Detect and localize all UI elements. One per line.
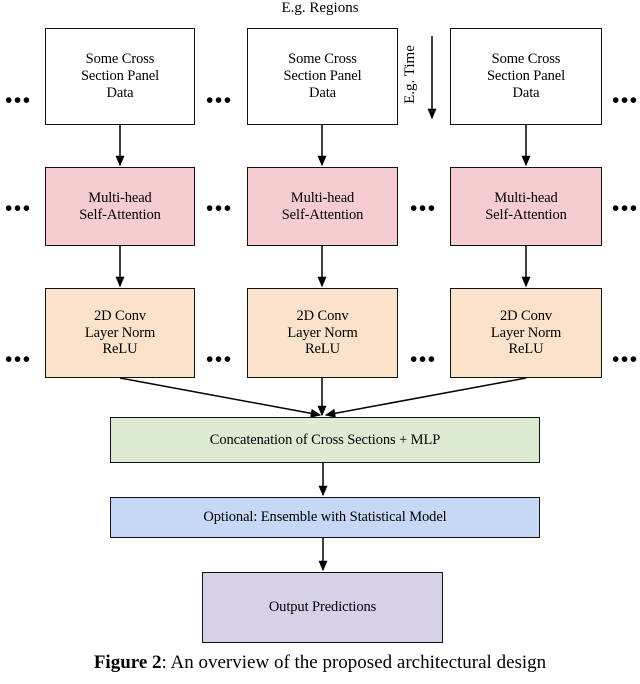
output-predictions-label: Output Predictions — [268, 599, 377, 616]
attention-box-column-a[interactable]: Multi-head Self-Attention — [45, 167, 195, 246]
data-box-column-b[interactable]: Some Cross Section Panel Data — [247, 28, 398, 125]
concatenation-mlp-label: Concatenation of Cross Sections + MLP — [209, 431, 441, 448]
conv-box-line-3: ReLU — [508, 341, 544, 358]
time-axis-label-text: E.g. Time — [401, 44, 418, 104]
conv-box-line-1: 2D Conv — [296, 307, 349, 324]
attention-box-line-1: Multi-head — [494, 189, 558, 206]
ellipsis-row1-left: ••• — [5, 88, 32, 112]
attention-box-column-c[interactable]: Multi-head Self-Attention — [450, 167, 602, 246]
output-predictions-box[interactable]: Output Predictions — [202, 572, 443, 643]
data-box-line-2: Section Panel — [80, 68, 160, 85]
attention-box-line-2: Self-Attention — [79, 206, 161, 223]
ellipsis-row2-left: ••• — [5, 196, 32, 220]
attention-box-column-b[interactable]: Multi-head Self-Attention — [247, 167, 398, 246]
ellipsis-row3-left: ••• — [5, 347, 32, 371]
ellipsis-row3-mid-left: ••• — [206, 347, 233, 371]
conv-box-column-b[interactable]: 2D Conv Layer Norm ReLU — [247, 288, 398, 378]
ellipsis-row3-right: ••• — [612, 347, 639, 371]
attention-box-line-2: Self-Attention — [281, 206, 364, 223]
conv-box-line-3: ReLU — [304, 341, 341, 358]
data-box-line-2: Section Panel — [486, 68, 566, 85]
ellipsis-row1-mid-left: ••• — [206, 88, 233, 112]
conv-box-line-2: Layer Norm — [287, 324, 358, 341]
figure-caption: Figure 2: An overview of the proposed ar… — [0, 652, 640, 674]
concatenation-mlp-box[interactable]: Concatenation of Cross Sections + MLP — [110, 417, 540, 463]
figure-caption-number: Figure 2 — [93, 652, 162, 673]
data-box-line-2: Section Panel — [283, 68, 362, 85]
regions-axis-label: E.g. Regions — [0, 0, 640, 17]
ensemble-statistical-model-box[interactable]: Optional: Ensemble with Statistical Mode… — [110, 497, 540, 538]
data-box-line-3: Data — [512, 84, 540, 101]
conv-box-line-1: 2D Conv — [93, 307, 147, 324]
data-box-line-1: Some Cross — [288, 51, 357, 68]
ellipsis-row2-right: ••• — [612, 196, 639, 220]
conv-box-column-a[interactable]: 2D Conv Layer Norm ReLU — [45, 288, 195, 378]
attention-box-line-1: Multi-head — [290, 189, 355, 206]
conv-box-line-2: Layer Norm — [490, 324, 562, 341]
time-axis-label: E.g. Time — [399, 22, 421, 126]
regions-axis-label-text: E.g. Regions — [281, 0, 359, 16]
conv-box-line-1: 2D Conv — [499, 307, 553, 324]
ellipsis-row3-mid-right: ••• — [410, 347, 437, 371]
data-box-line-1: Some Cross — [85, 51, 155, 68]
conv-box-line-3: ReLU — [102, 341, 138, 358]
ellipsis-row2-mid-left: ••• — [206, 196, 233, 220]
ellipsis-row1-right: ••• — [612, 88, 639, 112]
ellipsis-row2-mid-right: ••• — [410, 196, 437, 220]
data-box-line-3: Data — [106, 84, 134, 101]
attention-box-line-1: Multi-head — [88, 189, 152, 206]
data-box-line-3: Data — [309, 84, 336, 101]
figure-caption-text: : An overview of the proposed architectu… — [161, 652, 547, 673]
data-box-line-1: Some Cross — [491, 51, 561, 68]
data-box-column-a[interactable]: Some Cross Section Panel Data — [45, 28, 195, 125]
ensemble-statistical-model-label: Optional: Ensemble with Statistical Mode… — [203, 509, 447, 526]
conv-box-line-2: Layer Norm — [84, 324, 156, 341]
data-box-column-c[interactable]: Some Cross Section Panel Data — [450, 28, 602, 125]
attention-box-line-2: Self-Attention — [485, 206, 567, 223]
conv-box-column-c[interactable]: 2D Conv Layer Norm ReLU — [450, 288, 602, 378]
